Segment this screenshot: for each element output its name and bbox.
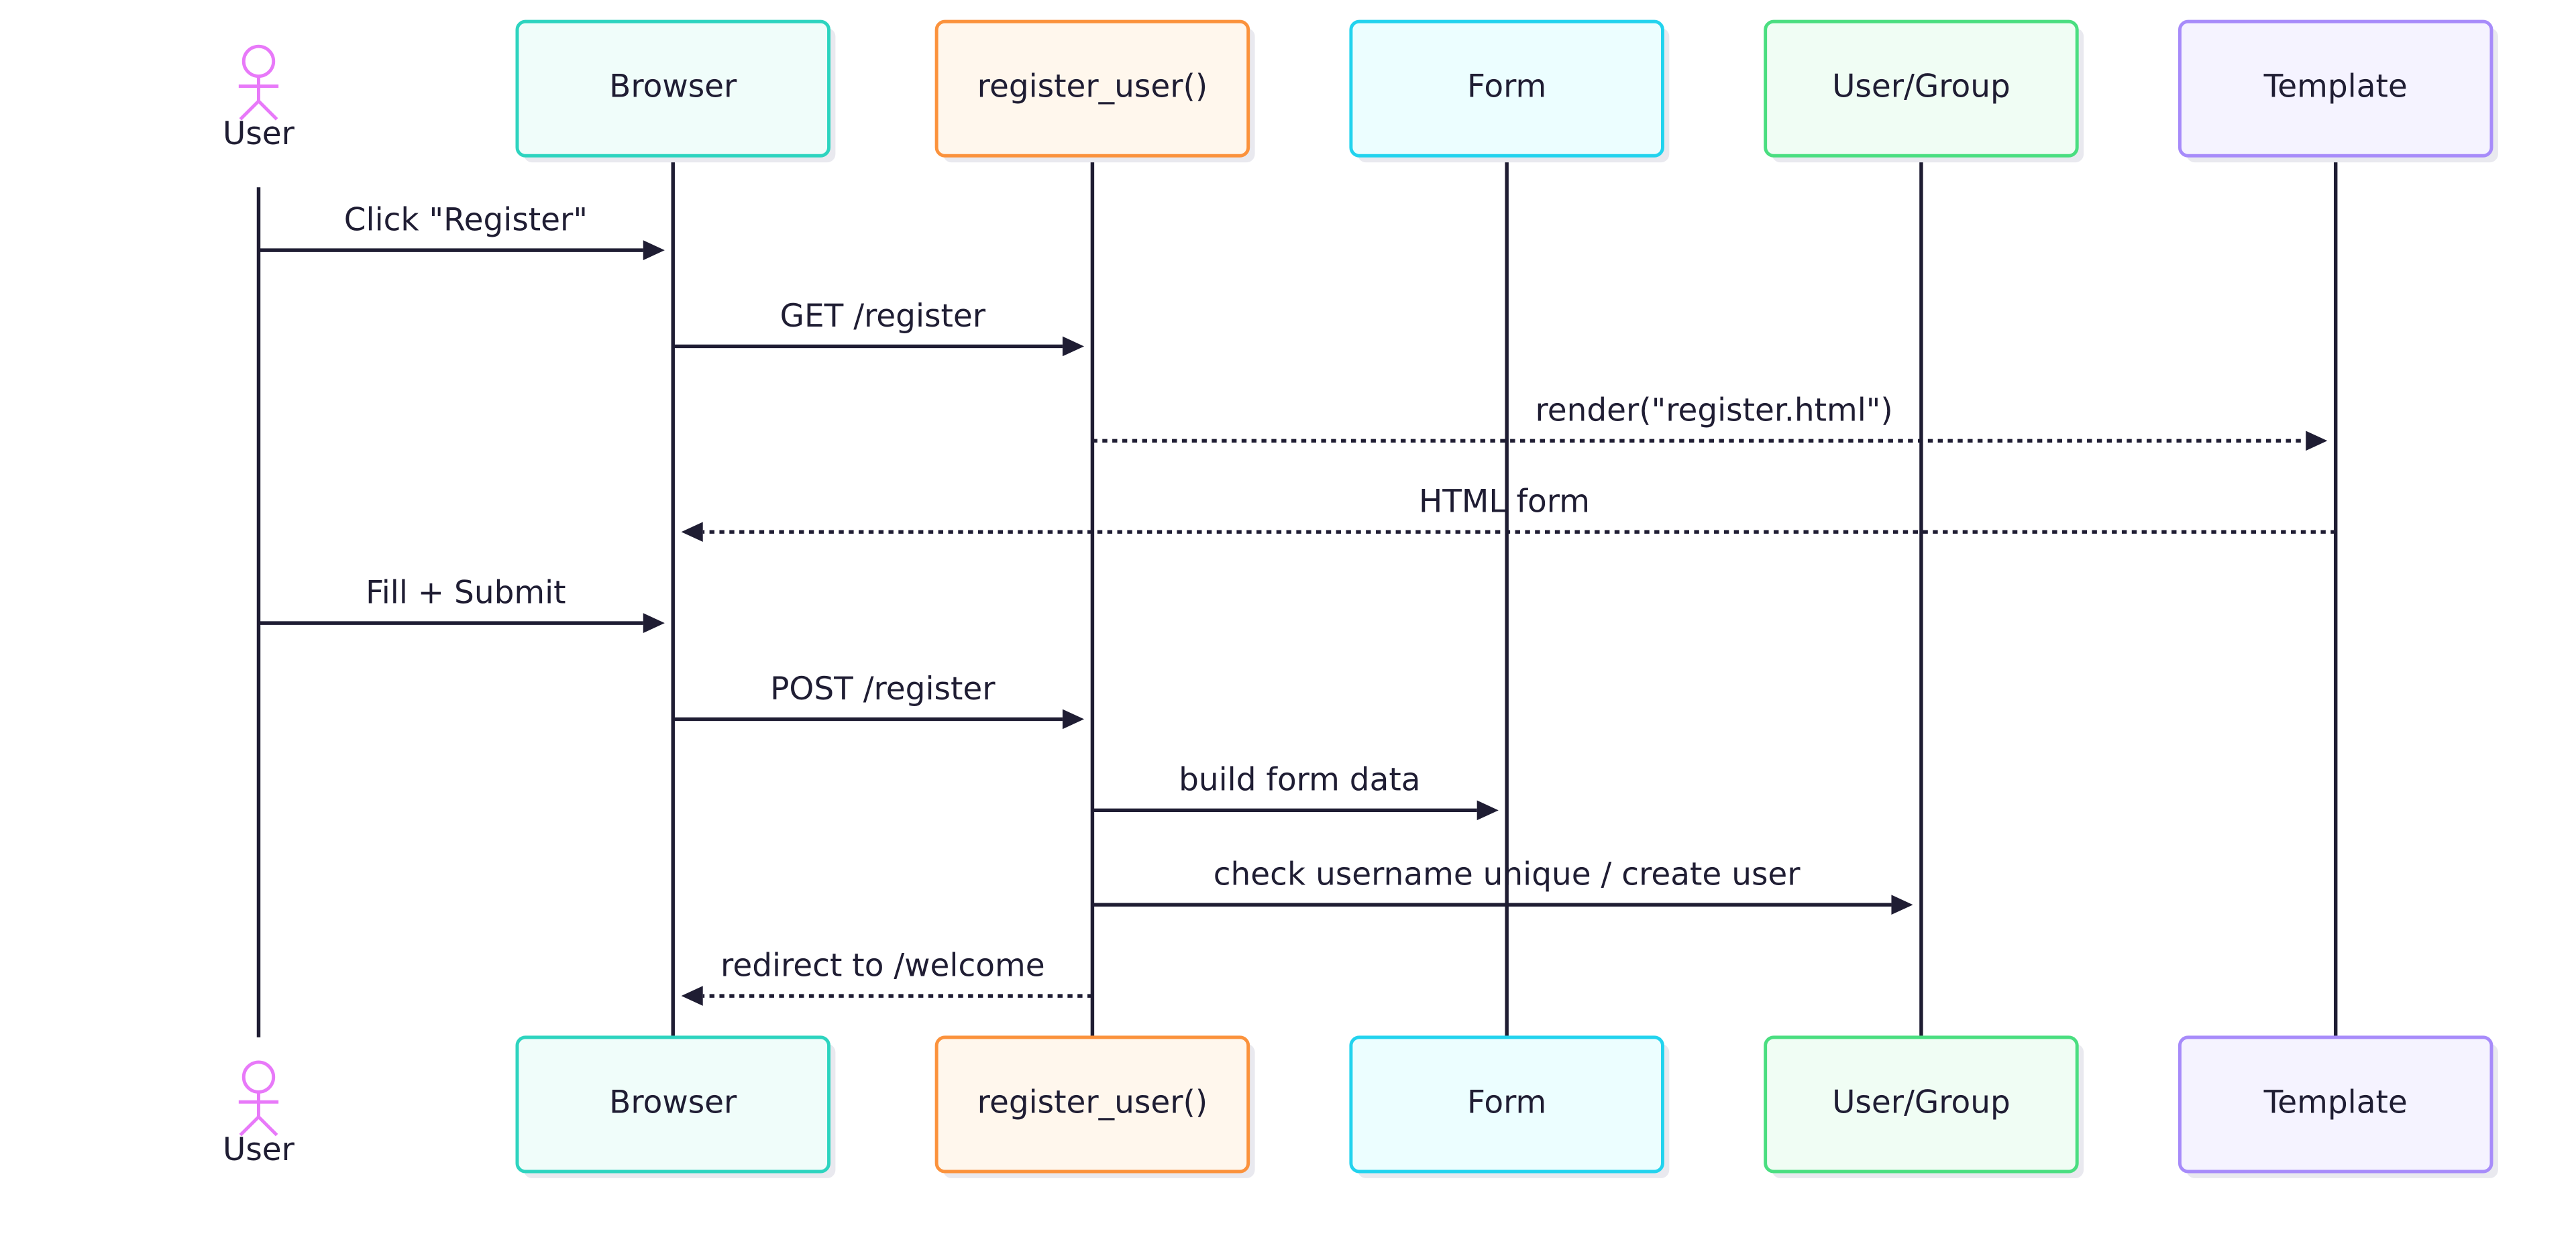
message-1: Click "Register" xyxy=(258,201,665,260)
message-label: POST /register xyxy=(770,671,996,707)
message-4: HTML form xyxy=(681,483,2336,543)
participant-box xyxy=(2178,19,2493,158)
participant-box xyxy=(1349,19,1664,158)
arrowhead-icon xyxy=(1062,709,1085,730)
participant-label: Browser xyxy=(609,68,737,105)
arrowhead-icon xyxy=(681,522,703,543)
message-label: GET /register xyxy=(780,298,986,335)
participant-label: Form xyxy=(1467,1084,1546,1121)
participant-box xyxy=(1764,19,2079,158)
message-3: render("register.html") xyxy=(1092,392,2328,451)
participant-template-top: Template xyxy=(2178,19,2498,163)
participant-box xyxy=(515,1035,830,1174)
message-label: render("register.html") xyxy=(1535,392,1892,429)
participant-box xyxy=(934,19,1250,158)
participant-label: Template xyxy=(2263,1084,2408,1121)
participant-label: Form xyxy=(1467,68,1546,105)
message-5: Fill + Submit xyxy=(258,574,665,633)
actor-user-bottom: User xyxy=(223,1060,295,1168)
participant-label: Browser xyxy=(609,1084,737,1121)
arrowhead-icon xyxy=(681,986,703,1006)
actor-label: User xyxy=(223,1131,295,1168)
participant-box xyxy=(1764,1035,2079,1174)
message-8: check username unique / create user xyxy=(1092,856,1913,915)
message-label: Click "Register" xyxy=(344,201,588,238)
participant-register-top: register_user() xyxy=(934,19,1255,163)
message-6: POST /register xyxy=(673,671,1085,730)
stick-figure-icon xyxy=(238,44,279,121)
participant-usergroup-bottom: User/Group xyxy=(1764,1035,2084,1178)
actor-label: User xyxy=(223,115,295,152)
participant-box xyxy=(515,19,830,158)
message-label: Fill + Submit xyxy=(366,574,566,611)
participant-browser-top: Browser xyxy=(515,19,836,163)
message-7: build form data xyxy=(1092,762,1499,821)
message-9: redirect to /welcome xyxy=(681,947,1093,1006)
participant-label: User/Group xyxy=(1832,1084,2010,1121)
participant-label: register_user() xyxy=(977,1084,1208,1121)
participant-form-bottom: Form xyxy=(1349,1035,1670,1178)
message-label: redirect to /welcome xyxy=(720,947,1045,984)
participant-label: Template xyxy=(2263,68,2408,105)
arrowhead-icon xyxy=(643,240,665,260)
arrowhead-icon xyxy=(643,613,665,633)
participant-template-bottom: Template xyxy=(2178,1035,2498,1178)
arrowhead-icon xyxy=(1891,895,1913,915)
participant-box xyxy=(1349,1035,1664,1174)
participant-box xyxy=(934,1035,1250,1174)
stick-figure-icon xyxy=(238,1060,279,1137)
message-label: build form data xyxy=(1179,762,1420,799)
arrowhead-icon xyxy=(1062,336,1085,357)
actor-user-top: User xyxy=(223,44,295,152)
participant-label: register_user() xyxy=(977,68,1208,105)
participant-label: User/Group xyxy=(1832,68,2010,105)
participant-register-bottom: register_user() xyxy=(934,1035,1255,1178)
participant-box xyxy=(2178,1035,2493,1174)
message-2: GET /register xyxy=(673,298,1085,357)
message-label: HTML form xyxy=(1419,483,1590,520)
message-label: check username unique / create user xyxy=(1214,856,1801,893)
participant-form-top: Form xyxy=(1349,19,1670,163)
arrowhead-icon xyxy=(2306,431,2328,451)
arrowhead-icon xyxy=(1477,800,1499,821)
participant-browser-bottom: Browser xyxy=(515,1035,836,1178)
participant-usergroup-top: User/Group xyxy=(1764,19,2084,163)
